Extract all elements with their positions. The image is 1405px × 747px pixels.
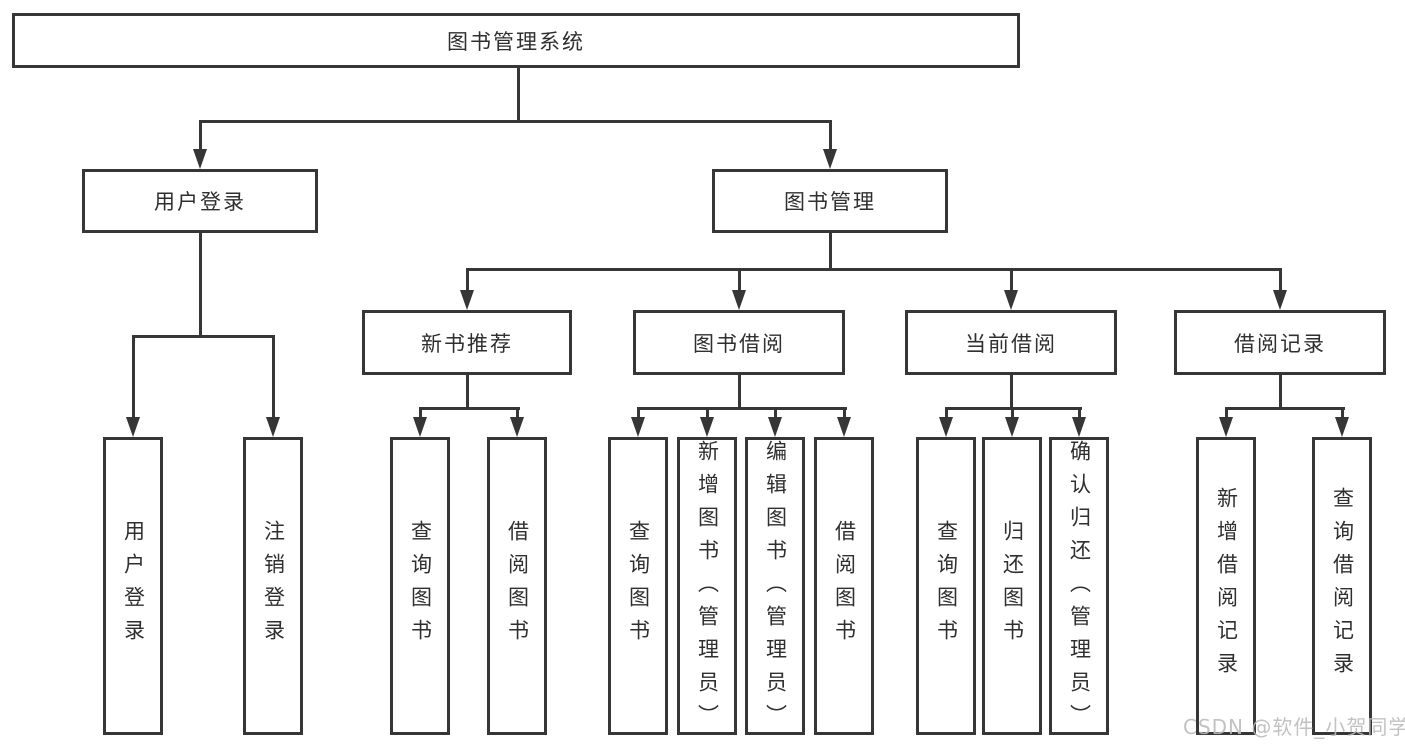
connector-line xyxy=(829,233,832,268)
connector-line xyxy=(774,407,777,417)
connector-line xyxy=(706,407,709,417)
arrow-head xyxy=(1335,417,1349,437)
leaf-logout: 注销登录 xyxy=(243,437,303,735)
arrow-head xyxy=(823,149,837,169)
arrow-head xyxy=(413,417,427,437)
arrow-head xyxy=(510,417,524,437)
leaf-edit-books-admin: 编辑图书（管理员） xyxy=(745,437,805,737)
leaf-add-borrow-record: 新增借阅记录 xyxy=(1196,437,1256,735)
connector-line xyxy=(132,335,135,417)
csdn-watermark: CSDN @软件_小贺同学 xyxy=(1183,715,1405,739)
connector-line xyxy=(516,407,519,417)
arrow-head xyxy=(700,417,714,437)
arrow-head xyxy=(768,417,782,437)
connector-line xyxy=(738,268,741,290)
node-book-borrowing: 图书借阅 xyxy=(633,310,845,375)
connector-line xyxy=(199,120,202,149)
connector-line xyxy=(466,268,469,290)
connector-line xyxy=(637,407,847,410)
arrow-head xyxy=(1004,290,1018,310)
arrow-head xyxy=(732,290,746,310)
connector-line xyxy=(419,407,422,417)
leaf-borrow-books: 借阅图书 xyxy=(487,437,547,735)
connector-line xyxy=(466,375,469,407)
connector-line xyxy=(738,375,741,407)
connector-line xyxy=(272,335,275,417)
leaf-query-books: 查询图书 xyxy=(390,437,450,735)
arrow-head xyxy=(193,149,207,169)
connector-line xyxy=(199,120,832,123)
connector-line xyxy=(1010,375,1013,407)
connector-line xyxy=(1011,407,1014,417)
arrow-head xyxy=(126,417,140,437)
node-user-login: 用户登录 xyxy=(82,169,318,233)
leaf-confirm-return-admin: 确认归还（管理员） xyxy=(1049,437,1109,737)
leaf-query-books: 查询图书 xyxy=(916,437,976,735)
connector-line xyxy=(1225,407,1228,417)
connector-line xyxy=(829,120,832,149)
arrow-head xyxy=(1273,290,1287,310)
node-new-book-recommend: 新书推荐 xyxy=(362,310,572,375)
node-borrowing-records: 借阅记录 xyxy=(1174,310,1386,375)
node-book-management: 图书管理 xyxy=(712,169,948,233)
connector-line xyxy=(1279,375,1282,407)
arrow-head xyxy=(1072,417,1086,437)
node-root: 图书管理系统 xyxy=(12,13,1020,68)
connector-line xyxy=(1341,407,1344,417)
arrow-head xyxy=(460,290,474,310)
connector-line xyxy=(517,68,520,120)
connector-line xyxy=(637,407,640,417)
arrow-head xyxy=(266,417,280,437)
leaf-user-login: 用户登录 xyxy=(103,437,163,735)
connector-line xyxy=(1225,407,1345,410)
arrow-head xyxy=(1005,417,1019,437)
leaf-borrow-books: 借阅图书 xyxy=(814,437,874,735)
arrow-head xyxy=(631,417,645,437)
leaf-add-books-admin: 新增图书（管理员） xyxy=(677,437,737,737)
connector-line xyxy=(419,407,520,410)
leaf-query-books: 查询图书 xyxy=(608,437,668,735)
connector-line xyxy=(466,268,1282,271)
connector-line xyxy=(1078,407,1081,417)
arrow-head xyxy=(837,417,851,437)
leaf-query-borrow-record: 查询借阅记录 xyxy=(1312,437,1372,735)
connector-line xyxy=(132,335,275,338)
connector-line xyxy=(843,407,846,417)
connector-line xyxy=(1279,268,1282,290)
connector-line xyxy=(199,233,202,335)
node-current-borrowing: 当前借阅 xyxy=(905,310,1117,375)
connector-line xyxy=(1010,268,1013,290)
leaf-return-books: 归还图书 xyxy=(982,437,1042,735)
arrow-head xyxy=(939,417,953,437)
connector-line xyxy=(945,407,948,417)
arrow-head xyxy=(1219,417,1233,437)
